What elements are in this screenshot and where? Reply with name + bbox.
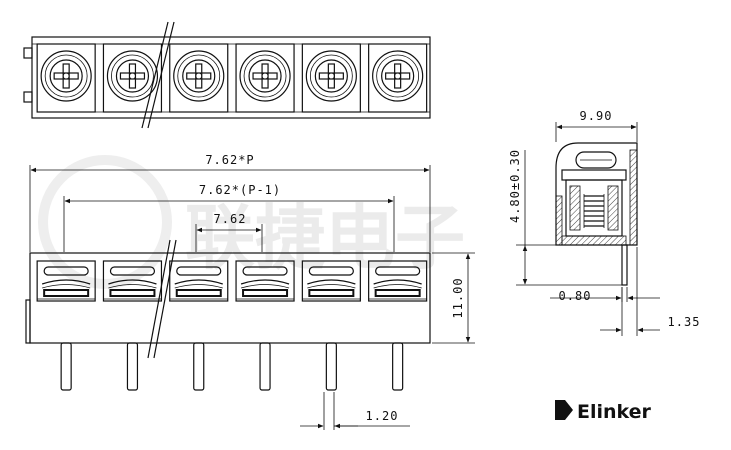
clamp-cell [301,260,361,302]
watermark-text: 联捷电子 [185,197,465,279]
pin [392,342,404,391]
clamp-cell [102,260,163,302]
brand-logo: Elinker [555,400,652,423]
dim-pin-offset: 4.80±0.30 [508,149,522,223]
screw-head-icon [314,59,348,93]
screw-head-icon [49,59,83,93]
side-view [555,142,638,286]
dim-pin-span: 7.62*(P-1) [199,183,281,197]
clamp-cell [169,260,229,302]
spring-coil [583,194,605,228]
dim-height: 11.00 [451,277,465,318]
dim-side-depth: 9.90 [580,109,613,123]
clamp-cell [235,260,295,302]
front-pins [60,342,404,391]
brand-mark-icon [555,400,573,420]
pin [60,342,72,391]
clamp-cell [36,260,96,302]
pin [126,342,139,391]
screw-cell [169,43,229,113]
screw-head-icon [182,59,216,93]
front-clamp-cells [36,260,428,302]
pin [325,342,337,391]
pin [259,342,271,391]
pin [193,342,205,391]
dim-pitch: 7.62 [214,212,247,226]
top-view [23,21,431,129]
screw-cell [235,43,295,113]
dim-pin-extension: 1.35 [668,315,701,329]
screw-head-icon [115,59,150,93]
side-dimensions: 9.90 4.80±0.30 0.80 1.35 [508,109,701,336]
dim-pin-thickness: 0.80 [559,289,592,303]
dim-overall-length: 7.62*P [205,153,254,167]
front-view [25,239,431,391]
brand-name: Elinker [577,401,652,423]
screw-cell [368,43,428,113]
watermark: 联捷电子 [38,155,465,289]
screw-head-icon [381,59,415,93]
top-screw-cells [36,43,428,113]
screw-cell [301,43,361,113]
dim-pin-width: 1.20 [366,409,399,423]
front-dimensions: 7.62*P 7.62*(P-1) 7.62 11.00 1.20 [29,153,475,430]
clamp-cell [368,260,428,302]
screw-cell [36,43,96,113]
screw-cell [102,43,163,113]
screw-head-icon [248,59,282,93]
